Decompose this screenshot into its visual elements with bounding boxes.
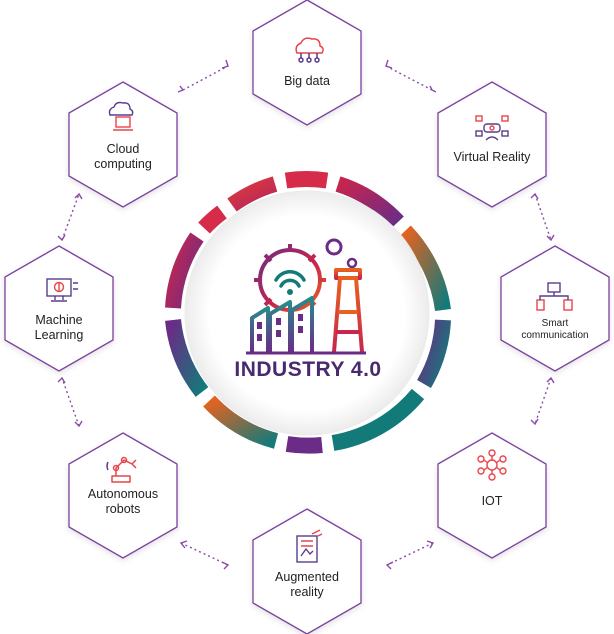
cloud-laptop-icon (108, 101, 134, 131)
connector-smart-iot (534, 377, 552, 425)
node-label-iot: IOT (481, 494, 503, 508)
ring-segment-2 (284, 171, 329, 189)
ring-segment-6 (331, 388, 425, 451)
hex-augmented-reality (252, 508, 362, 634)
ring-segment-4 (399, 225, 451, 312)
vr-headset-icon (475, 115, 509, 141)
robot-arm-icon (106, 456, 137, 483)
ring-segment-9 (165, 318, 209, 397)
center-core (184, 190, 430, 436)
ring-segment-5 (416, 319, 451, 389)
center-title: INDUSTRY 4.0 (234, 358, 382, 381)
ring-segment-7 (285, 436, 323, 454)
hex-smart-communication (500, 245, 610, 372)
hex-virtual-reality (437, 81, 547, 208)
connectors (61, 65, 552, 566)
connector-bigdata-vr (385, 65, 433, 91)
hex-cloud-computing (68, 81, 178, 208)
center-ring (165, 171, 451, 454)
node-label-augmented-reality: Augmented reality (275, 570, 339, 599)
connector-arrowheads (57, 59, 555, 570)
hex-big-data (252, 0, 362, 126)
cloud-network-icon (295, 37, 324, 63)
ar-document-icon (296, 529, 323, 563)
ring-segment-10 (165, 232, 204, 309)
node-label-smart-communication: Smart communication (521, 318, 589, 341)
connector-cloud-bigdata (182, 65, 229, 91)
connected-devices-icon (536, 282, 573, 311)
connector-vr-smart (534, 193, 552, 241)
node-label-virtual-reality: Virtual Reality (453, 150, 531, 164)
connector-iot-ar (386, 542, 434, 566)
ring-segment-11 (198, 205, 227, 234)
connector-robots-ml (61, 377, 80, 427)
hex-nodes (4, 0, 610, 634)
hex-machine-learning (4, 245, 114, 372)
node-label-big-data: Big data (284, 74, 330, 88)
node-label-autonomous-robots: Autonomous robots (87, 487, 159, 516)
ring-segment-1 (227, 176, 278, 212)
connector-ar-robots (180, 542, 229, 566)
monitor-brain-icon (46, 278, 78, 302)
hex-iot (437, 432, 547, 559)
hex-autonomous-robots (68, 432, 178, 559)
node-label-cloud-computing: Cloud computing (94, 142, 152, 171)
ring-segment-3 (335, 176, 404, 228)
node-label-machine-learning: Machine Learning (34, 313, 84, 342)
connector-ml-cloud (61, 193, 80, 241)
ring-segment-8 (203, 395, 279, 449)
network-hub-icon (477, 449, 507, 481)
factory-icon (246, 238, 366, 355)
